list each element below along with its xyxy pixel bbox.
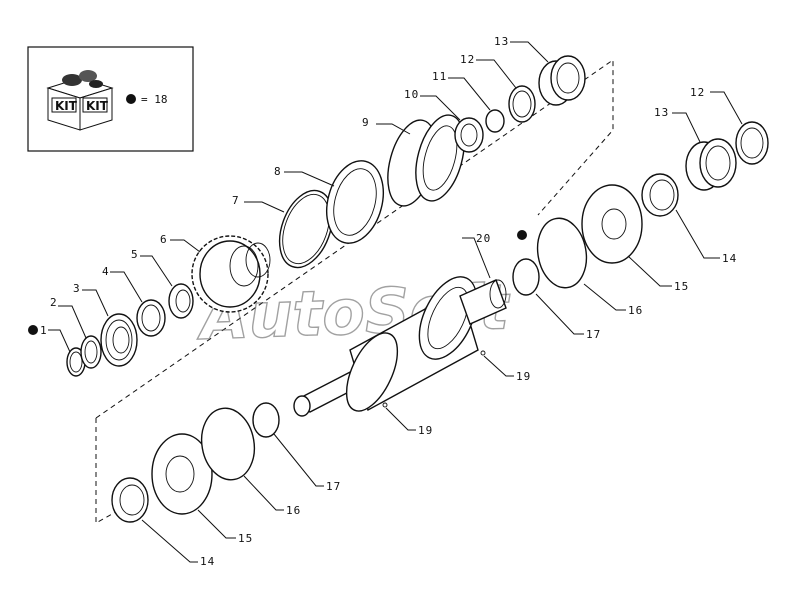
callout-20: 20 bbox=[476, 232, 491, 245]
part-2-washer bbox=[80, 335, 102, 369]
part-12-washer-right bbox=[735, 121, 769, 165]
part-5-needle-bearing bbox=[168, 283, 194, 319]
kit-box-icon: KIT KIT bbox=[46, 70, 114, 131]
kit-word-right: KIT bbox=[86, 99, 109, 113]
part-13-bearing bbox=[538, 55, 586, 106]
part-16-seal-ring bbox=[536, 217, 588, 289]
part-4-ring bbox=[136, 299, 166, 337]
part-17-seal-ring-lower bbox=[252, 402, 280, 438]
callout-1: 1 bbox=[40, 324, 48, 337]
callouts: 1 2 3 4 5 6 7 8 9 10 11 12 13 12 13 14 1 bbox=[40, 35, 743, 568]
callout-12: 12 bbox=[460, 53, 475, 66]
part-3-bearing bbox=[100, 313, 138, 367]
callout-17-lower: 17 bbox=[326, 480, 341, 493]
part-19-clutch-drum-shaft bbox=[293, 276, 507, 417]
callout-13: 13 bbox=[494, 35, 509, 48]
callout-8: 8 bbox=[274, 165, 282, 178]
part-15-piston bbox=[581, 184, 643, 264]
kit-legend-text: = 18 bbox=[141, 93, 168, 106]
callout-16-lower: 16 bbox=[286, 504, 301, 517]
callout-7: 7 bbox=[232, 194, 240, 207]
callout-17: 17 bbox=[586, 328, 601, 341]
part-14-bearing-race-lower bbox=[111, 477, 149, 523]
callout-15-lower: 15 bbox=[238, 532, 253, 545]
part-6-gear bbox=[191, 235, 271, 313]
part-8-plate bbox=[326, 160, 384, 244]
callout-19-lower: 19 bbox=[418, 424, 433, 437]
part-10-washer bbox=[454, 117, 484, 153]
callout-19: 19 bbox=[516, 370, 531, 383]
part-14-bearing-race bbox=[641, 173, 679, 217]
part-12-washer bbox=[508, 85, 536, 123]
callout-2: 2 bbox=[50, 296, 58, 309]
callout-15: 15 bbox=[674, 280, 689, 293]
callout-9: 9 bbox=[362, 116, 370, 129]
part-11-snap-ring bbox=[485, 109, 505, 133]
callout-11: 11 bbox=[432, 70, 447, 83]
callout-3: 3 bbox=[73, 282, 81, 295]
callout-16: 16 bbox=[628, 304, 643, 317]
kit-bullet-20-icon bbox=[517, 230, 527, 240]
part-16-seal-ring-lower bbox=[200, 407, 256, 481]
part-13-bearing-right bbox=[685, 138, 737, 191]
kit-word-left: KIT bbox=[55, 99, 78, 113]
part-9-clutch-pack bbox=[387, 114, 465, 207]
callout-14-lower: 14 bbox=[200, 555, 215, 568]
callout-12-right: 12 bbox=[690, 86, 705, 99]
callout-5: 5 bbox=[131, 248, 139, 261]
part-15-piston-lower bbox=[151, 433, 213, 515]
kit-legend: KIT KIT = 18 bbox=[27, 46, 194, 152]
part-17-seal-ring bbox=[512, 258, 540, 296]
callout-13-right: 13 bbox=[654, 106, 669, 119]
part-7-snap-ring bbox=[278, 189, 334, 269]
callout-4: 4 bbox=[102, 265, 110, 278]
kit-bullet-icon bbox=[126, 94, 136, 104]
callout-6: 6 bbox=[160, 233, 168, 246]
callout-14: 14 bbox=[722, 252, 737, 265]
callout-10: 10 bbox=[404, 88, 419, 101]
kit-bullet-1-icon bbox=[28, 325, 38, 335]
